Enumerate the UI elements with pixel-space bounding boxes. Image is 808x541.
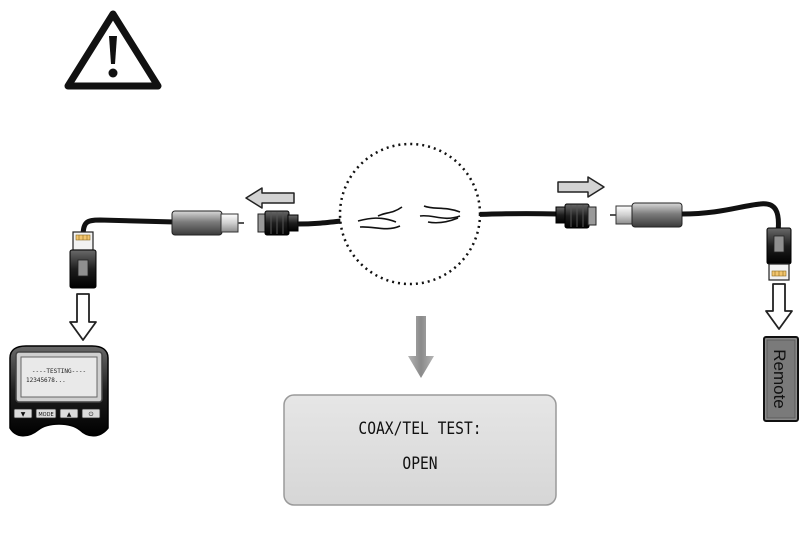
tester-screen-line2: 12345678... [26,377,66,384]
tester-button-mode[interactable]: MODE [35,408,57,419]
tester-button-down-label: ▼ [21,411,26,418]
remote-down-arrow [765,283,793,330]
tester-screen-line1: ----TESTING---- [32,368,86,375]
tester-button-up-label: ▲ [67,411,72,418]
right-f-connector-female [555,203,597,229]
right-rj-plug [766,227,792,281]
left-direction-arrow [245,187,295,209]
left-f-connector-male [171,210,244,236]
left-rj-plug [69,231,97,289]
remote-unit: Remote [763,336,799,422]
result-panel: COAX/TEL TEST: OPEN [283,394,557,506]
right-direction-arrow [557,176,605,198]
right-cable [681,201,781,233]
left-f-connector-female [257,210,299,236]
tester-button-mode-label: MODE [38,412,53,418]
result-down-arrow [408,316,434,378]
left-cable [80,217,176,239]
right-f-connector-male [610,202,683,228]
tester-button-power[interactable]: ⏻ [81,408,101,419]
cable-tester-device: ----TESTING---- 12345678... ▼ MODE ▲ ⏻ [9,345,109,437]
tester-button-up[interactable]: ▲ [59,408,79,419]
result-line2: OPEN [402,453,437,473]
cable-break-icon [338,142,482,286]
remote-label: Remote [770,349,789,409]
tester-button-down[interactable]: ▼ [13,408,33,419]
warning-triangle-icon [64,10,162,90]
tester-down-arrow [69,293,97,341]
tester-button-power-label: ⏻ [89,411,94,418]
result-line1: COAX/TEL TEST: [358,418,481,438]
